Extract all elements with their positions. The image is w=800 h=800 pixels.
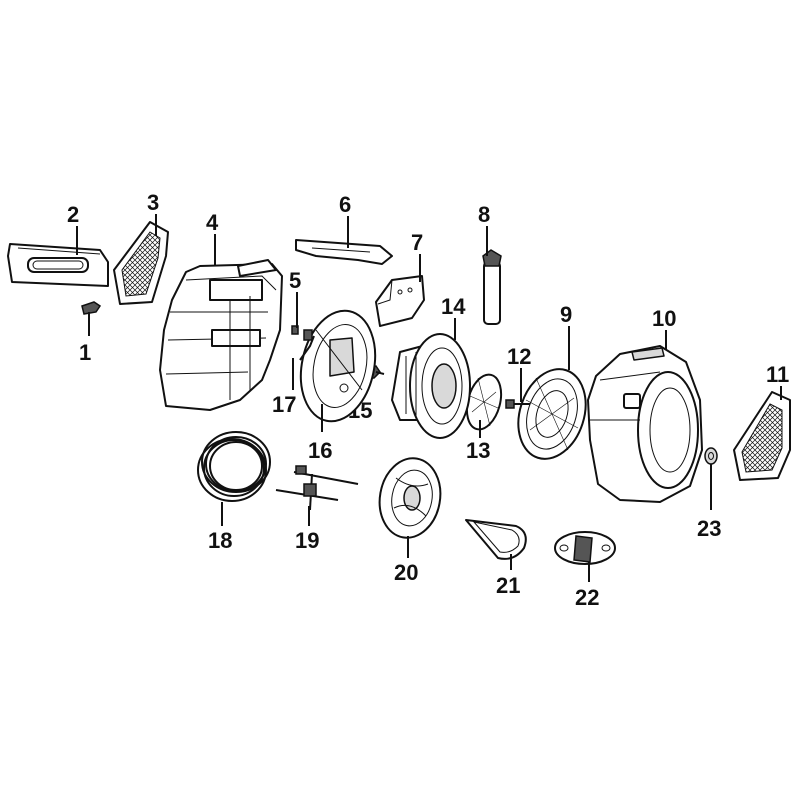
part-21-gasket xyxy=(465,519,527,560)
part-10-outer-housing xyxy=(587,345,703,503)
part-14-motor-assembly xyxy=(391,333,471,439)
part-label-9: 9 xyxy=(560,302,572,327)
part-label-18: 18 xyxy=(208,528,232,553)
part-12-shaft xyxy=(505,399,530,409)
part-17-switch-lever xyxy=(299,329,315,361)
part-22-cap xyxy=(554,531,616,565)
part-label-6: 6 xyxy=(339,192,351,217)
part-label-22: 22 xyxy=(575,585,599,610)
part-3-filter-panel xyxy=(113,221,169,305)
part-label-19: 19 xyxy=(295,528,319,553)
part-label-12: 12 xyxy=(507,344,531,369)
part-8-tube xyxy=(482,249,502,325)
part-label-1: 1 xyxy=(79,340,91,365)
part-label-16: 16 xyxy=(308,438,332,463)
part-16-circuit-plate xyxy=(299,309,377,423)
part-11-side-filter xyxy=(733,391,791,481)
part-label-20: 20 xyxy=(394,560,418,585)
part-13-ring-disc xyxy=(465,373,503,431)
part-6-carry-handle xyxy=(295,239,393,265)
part-label-3: 3 xyxy=(147,190,159,215)
part-label-14: 14 xyxy=(441,294,466,319)
part-label-10: 10 xyxy=(652,306,676,331)
part-label-17: 17 xyxy=(272,392,296,417)
part-label-21: 21 xyxy=(496,573,520,598)
part-20-impeller xyxy=(378,457,442,539)
part-1-screw xyxy=(81,301,102,336)
part-label-13: 13 xyxy=(466,438,490,463)
part-18-coiled-cord xyxy=(197,431,271,502)
part-2-handle-cover xyxy=(7,243,109,287)
part-label-23: 23 xyxy=(697,516,721,541)
part-4-main-housing xyxy=(159,259,283,411)
part-19-wire-harness xyxy=(275,465,359,511)
part-23-nut xyxy=(704,447,718,465)
part-label-7: 7 xyxy=(411,230,423,255)
part-label-2: 2 xyxy=(67,202,79,227)
part-label-8: 8 xyxy=(478,202,490,227)
part-label-11: 11 xyxy=(766,362,789,387)
part-label-5: 5 xyxy=(289,268,301,293)
part-7-bracket xyxy=(375,275,425,327)
part-label-4: 4 xyxy=(206,210,219,235)
